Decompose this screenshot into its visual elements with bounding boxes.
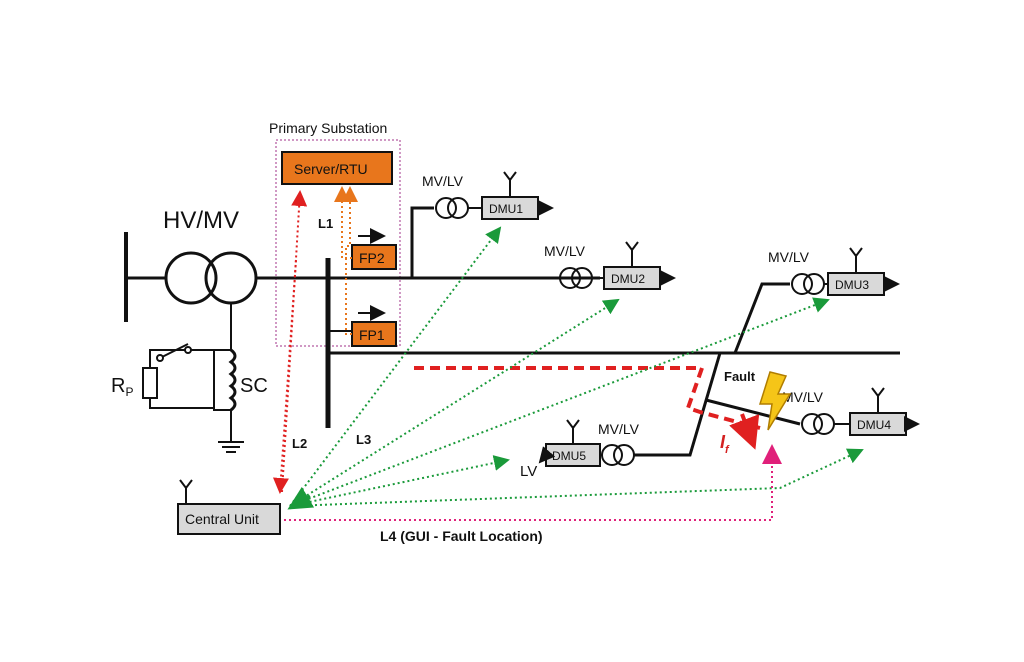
mvlv1-coil-a [435,197,457,219]
l1-label: L1 [318,216,333,231]
mvlv1-label: MV/LV [422,173,464,189]
hv-mv-transformer-coil-1 [164,251,218,305]
dmu5-antenna-icon [566,419,580,444]
hv-mv-transformer-coil-2 [204,251,258,305]
central-unit-box [177,503,281,535]
fault-current-arrow [729,413,760,450]
branch-dmu4 [705,398,801,426]
dmu1-label: DMU1 [489,202,523,216]
hv-mv-label: HV/MV [163,207,239,234]
rp-label: RP [111,375,133,399]
dmu1-antenna-icon [503,171,517,197]
l3-link-dmu5 [289,455,510,507]
l2-label: L2 [292,436,307,451]
mvlv4-coil-a [801,413,823,435]
dmu5-label: DMU5 [552,449,586,463]
mvlv3-coil-a [791,273,813,295]
rp-switch [159,343,189,359]
primary-substation-label: Primary Substation [269,120,387,136]
mvlv3-coil-b [803,273,825,295]
l2-link [281,190,308,493]
primary-substation-frame [275,139,401,347]
l4-label: L4 (GUI - Fault Location) [380,528,543,544]
mvlv1-coil-b [447,197,469,219]
lv-label: LV [520,463,537,480]
mvlv5-coil-a [601,444,623,466]
mvlv4-coil-b [813,413,835,435]
l3-link-dmu3 [289,297,830,507]
fault-label: Fault [724,369,756,384]
fp1-label: FP1 [359,327,385,343]
rp-resistor [142,367,158,399]
mvlv3-label: MV/LV [768,249,810,265]
dmu3-antenna-icon [849,247,863,273]
branch-up-dmu3 [733,282,790,354]
l3-link-dmu1 [289,226,502,507]
l3-links [289,226,864,507]
mvlv5-coil-b [613,444,635,466]
switch-contact-1 [156,354,164,362]
dmu4-antenna-icon [871,387,885,413]
central-unit-label: Central Unit [185,511,259,527]
dmu3-label: DMU3 [835,278,869,292]
mvlv2-coil-a [559,267,581,289]
dmu4-label: DMU4 [857,418,891,432]
server-rtu-box [281,151,393,185]
l3-inbound-arrow [287,486,315,510]
mvlv4-label: MV/LV [782,389,824,405]
l2-link-down [272,259,297,494]
dmu2-label: DMU2 [611,272,645,286]
mvlv5-label: MV/LV [598,421,640,437]
fp1-box [351,321,397,347]
mvlv2-label: MV/LV [544,243,586,259]
branch-dmu1 [410,206,434,278]
dmu5-out [538,446,556,464]
lightning-bolt-icon [758,371,792,431]
sc-label: SC [240,375,268,397]
fp2-box [351,244,397,270]
switch-contact-2 [184,346,192,354]
l4-arrowhead [762,444,782,464]
sc-coil [228,348,237,412]
l3-link-dmu4 [289,448,864,507]
fault-path [414,366,761,430]
server-rtu-label: Server/RTU [294,161,368,177]
dmu2-antenna-icon [625,241,639,267]
branch-down-dmu5 [634,352,722,457]
l3-label: L3 [356,432,371,447]
fp2-label: FP2 [359,250,385,266]
central-unit-antenna-icon [179,479,193,504]
fault-current-label: If [720,432,730,456]
l1-link-fp2 [334,186,352,259]
